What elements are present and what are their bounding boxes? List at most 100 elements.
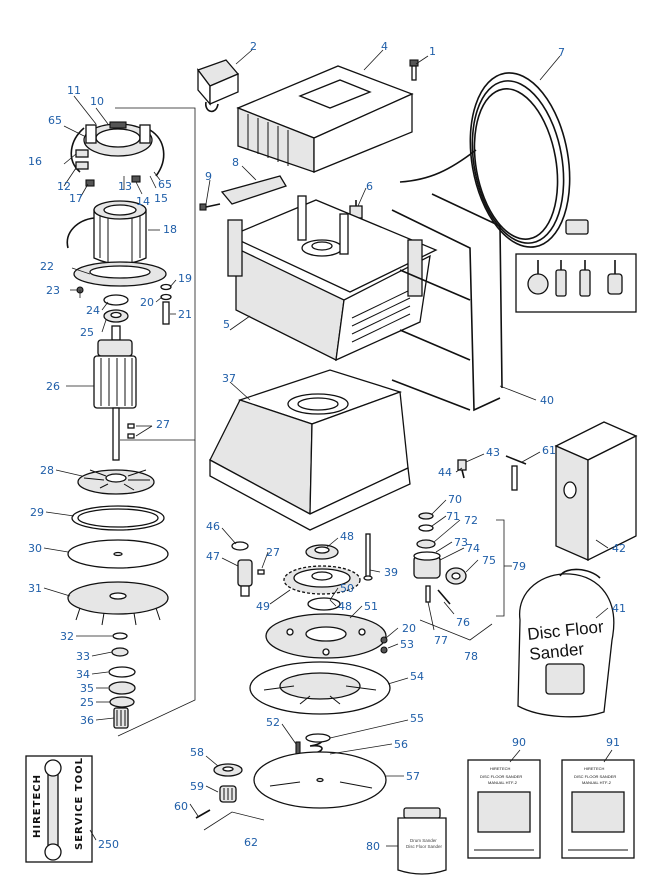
callout-36: 36 xyxy=(80,714,94,727)
callout-25a: 25 xyxy=(80,326,94,339)
callout-14: 14 xyxy=(136,195,150,208)
bearing-25-bottom xyxy=(109,696,135,708)
callout-27b: 27 xyxy=(266,546,280,559)
callout-59: 59 xyxy=(190,780,204,793)
clip-14 xyxy=(131,175,141,183)
key-27-gear xyxy=(257,569,265,575)
callout-20b: 20 xyxy=(402,622,416,635)
plate-51 xyxy=(265,613,387,659)
callout-17: 17 xyxy=(69,192,83,205)
callout-62: 62 xyxy=(244,836,258,849)
callout-15: 15 xyxy=(154,192,168,205)
bolt-76 xyxy=(437,589,451,605)
bearing-35 xyxy=(108,681,136,695)
manual-91-title: DISC FLOOR SANDER xyxy=(574,774,616,779)
callout-77: 77 xyxy=(434,634,448,647)
handle-bracket xyxy=(220,175,287,205)
callout-58: 58 xyxy=(190,746,204,759)
callout-44: 44 xyxy=(438,466,452,479)
callout-31: 31 xyxy=(28,582,42,595)
callout-61: 61 xyxy=(542,444,556,457)
bearing-plate xyxy=(67,581,169,626)
washer-72 xyxy=(416,539,436,549)
callout-19: 19 xyxy=(178,272,192,285)
brush-holder-ring xyxy=(83,121,153,157)
callout-6: 6 xyxy=(366,180,373,193)
bolt-21 xyxy=(162,301,170,325)
callout-60: 60 xyxy=(174,800,188,813)
callout-250: 250 xyxy=(98,838,119,851)
washer-33 xyxy=(111,647,129,657)
washer-46 xyxy=(231,541,249,551)
fan xyxy=(77,469,155,495)
castor-74 xyxy=(413,551,441,579)
screw-52 xyxy=(295,741,301,755)
callout-25b: 25 xyxy=(80,696,94,709)
brush-part-16 xyxy=(75,149,89,158)
callout-22: 22 xyxy=(40,260,54,273)
callout-49: 49 xyxy=(256,600,270,613)
callout-53: 53 xyxy=(400,638,414,651)
main-housing xyxy=(209,369,411,531)
bushing-47 xyxy=(237,559,253,597)
callout-10: 10 xyxy=(90,95,104,108)
pulley-36 xyxy=(113,707,129,729)
callout-1: 1 xyxy=(429,45,436,58)
callout-27a: 27 xyxy=(156,418,170,431)
callout-80: 80 xyxy=(366,840,380,853)
callout-46: 46 xyxy=(206,520,220,533)
end-plate xyxy=(73,261,167,287)
pulley-48 xyxy=(305,544,339,560)
axle-77 xyxy=(425,585,431,603)
callout-43: 43 xyxy=(486,446,500,459)
bolt-39 xyxy=(363,533,373,581)
callout-numbers: 1 2 4 5 6 7 8 9 10 11 12 13 14 15 16 17 … xyxy=(28,40,626,853)
manual-90-title: DISC FLOOR SANDER xyxy=(480,774,522,779)
dust-bag-box xyxy=(554,421,638,562)
callout-51: 51 xyxy=(364,600,378,613)
paint-jar xyxy=(397,807,447,875)
callout-52: 52 xyxy=(266,716,280,729)
key-27a xyxy=(127,423,135,429)
callout-42: 42 xyxy=(612,542,626,555)
seal-24 xyxy=(103,294,129,306)
callout-24: 24 xyxy=(86,304,100,317)
callout-26: 26 xyxy=(46,380,60,393)
washer-70 xyxy=(418,512,434,520)
stator xyxy=(93,200,147,265)
callout-54: 54 xyxy=(410,670,424,683)
callout-18: 18 xyxy=(163,223,177,236)
pin-60 xyxy=(195,809,211,819)
leader-lines xyxy=(43,49,613,847)
washer-20 xyxy=(160,293,172,301)
callout-37: 37 xyxy=(222,372,236,385)
callout-47: 47 xyxy=(206,550,220,563)
callout-41: 41 xyxy=(612,602,626,615)
callout-76: 76 xyxy=(456,616,470,629)
washer-19 xyxy=(160,283,172,291)
callout-70: 70 xyxy=(448,493,462,506)
spacer-50 xyxy=(307,597,341,611)
callout-39: 39 xyxy=(384,566,398,579)
jar-line-2: Disc Floor Sander xyxy=(406,844,443,849)
clip-43 xyxy=(457,459,467,479)
callout-78: 78 xyxy=(464,650,478,663)
callout-65b: 65 xyxy=(158,178,172,191)
callout-12: 12 xyxy=(57,180,71,193)
callout-7: 7 xyxy=(558,46,565,59)
callout-40: 40 xyxy=(540,394,554,407)
key-27b xyxy=(127,433,135,439)
callout-34: 34 xyxy=(76,668,90,681)
callout-56: 56 xyxy=(394,738,408,751)
callout-57: 57 xyxy=(406,770,420,783)
callout-33: 33 xyxy=(76,650,90,663)
callout-28: 28 xyxy=(40,464,54,477)
sanding-disc xyxy=(253,751,387,809)
callout-55: 55 xyxy=(410,712,424,725)
callout-72: 72 xyxy=(464,514,478,527)
manual-90 xyxy=(467,759,541,859)
callout-29: 29 xyxy=(30,506,44,519)
manual-90-brand: HIRETECH xyxy=(490,766,511,771)
